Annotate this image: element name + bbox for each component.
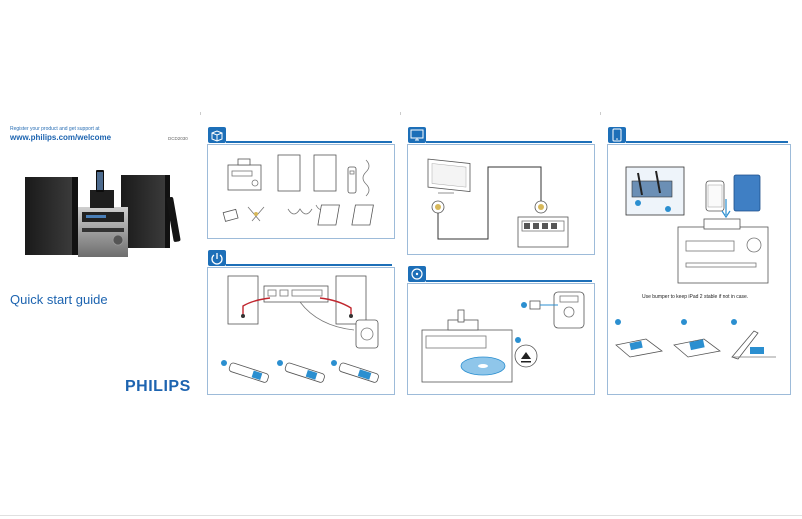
- support-url[interactable]: www.philips.com/welcome: [10, 133, 112, 142]
- box-icon: [208, 127, 226, 143]
- box-contents-panel: [207, 144, 395, 239]
- tv-icon: [408, 127, 426, 143]
- power-panel: [207, 267, 395, 395]
- section-rule: [626, 141, 788, 143]
- fold-mark: [400, 112, 401, 115]
- section-rule: [226, 141, 392, 143]
- model-number: DCD2030: [168, 136, 188, 141]
- section-rule: [426, 280, 592, 282]
- fold-mark: [200, 112, 201, 115]
- page-edge: [0, 515, 802, 516]
- guide-title: Quick start guide: [10, 292, 108, 307]
- disc-icon: [408, 266, 426, 282]
- ipad-panel: Use bumper to keep iPad 2 stable if not …: [607, 144, 791, 395]
- fold-mark: [600, 112, 601, 115]
- power-icon: [208, 250, 226, 266]
- product-photo: [25, 170, 181, 257]
- tv-panel: [407, 144, 595, 255]
- ipad-icon: [608, 127, 626, 143]
- section-rule: [226, 264, 392, 266]
- section-rule: [426, 141, 592, 143]
- bumper-caption: Use bumper to keep iPad 2 stable if not …: [642, 294, 749, 300]
- register-text: Register your product and get support at: [10, 126, 100, 132]
- disc-panel: [407, 283, 595, 395]
- philips-logo: PHILIPS: [125, 378, 191, 395]
